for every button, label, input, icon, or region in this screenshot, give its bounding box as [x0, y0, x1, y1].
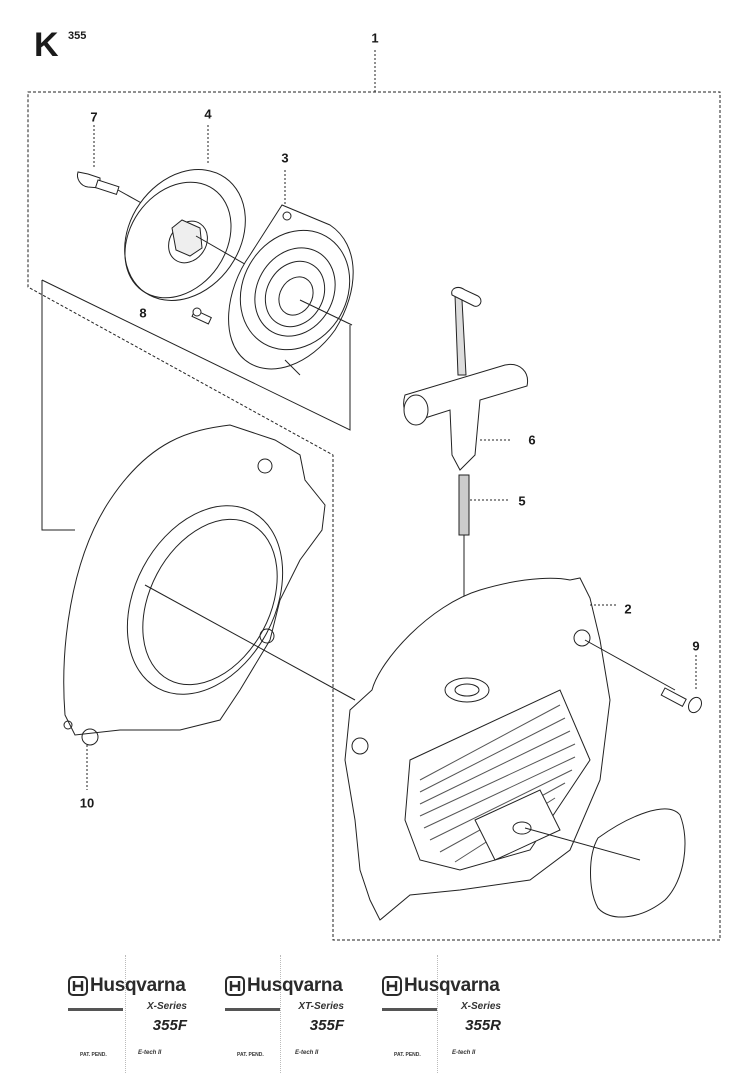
patent-text: PAT. PEND. [237, 1052, 264, 1058]
pulley-item-4 [124, 125, 291, 301]
brand-decal-2: Husqvarna XT-Series 355F PAT. PEND. E-te… [225, 975, 350, 1065]
etech-text: E-tech II [295, 1050, 319, 1056]
subassembly-frame [41, 279, 351, 531]
filter-plate [524, 808, 686, 918]
husqvarna-crown-icon [225, 976, 245, 996]
brand-decal-3: Husqvarna X-Series 355R PAT. PEND. E-tec… [382, 975, 507, 1065]
patent-text: PAT. PEND. [394, 1052, 421, 1058]
callout-1: 1 [371, 30, 379, 46]
etech-text: E-tech II [452, 1050, 476, 1056]
brand-decal-1: Husqvarna X-Series 355F PAT. PEND. E-tec… [68, 975, 193, 1065]
section-letter: K [34, 26, 59, 64]
callout-10: 10 [79, 795, 95, 811]
etech-text: E-tech II [138, 1050, 162, 1056]
husqvarna-crown-icon [68, 976, 88, 996]
callout-3: 3 [281, 150, 289, 166]
handle-item-6 [403, 287, 529, 471]
bolt-item-7 [77, 125, 146, 206]
brand-series: XT-Series [298, 1001, 344, 1012]
brand-model: 355R [465, 1017, 501, 1034]
guide-line [437, 955, 438, 1073]
decal-rule [68, 1008, 123, 1011]
callout-5: 5 [518, 493, 526, 509]
bolt-item-9 [660, 655, 702, 714]
brand-series: X-Series [146, 1001, 187, 1012]
shroud-item-10 [63, 424, 356, 790]
patent-text: PAT. PEND. [80, 1052, 107, 1058]
brand-name: Husqvarna [247, 975, 343, 996]
spring-housing-item-3 [228, 170, 354, 376]
decal-rule [225, 1008, 280, 1011]
callout-2: 2 [624, 601, 632, 617]
brand-series: X-Series [460, 1001, 501, 1012]
callout-6: 6 [528, 432, 536, 448]
callout-8: 8 [139, 305, 147, 321]
starter-cover-item-2 [344, 577, 676, 921]
brand-model: 355F [152, 1017, 187, 1034]
brand-name: Husqvarna [404, 975, 500, 996]
guide-line [125, 955, 126, 1073]
guide-line [280, 955, 281, 1073]
husqvarna-crown-icon [382, 976, 402, 996]
brand-name: Husqvarna [90, 975, 186, 996]
decal-rule [382, 1008, 437, 1011]
screw-item-8 [191, 307, 212, 325]
brand-model: 355F [309, 1017, 344, 1034]
callout-4: 4 [204, 106, 212, 122]
callout-7: 7 [90, 109, 98, 125]
callout-9: 9 [692, 638, 700, 654]
assembly-boundary [27, 50, 721, 941]
section-model: 355 [68, 30, 87, 42]
